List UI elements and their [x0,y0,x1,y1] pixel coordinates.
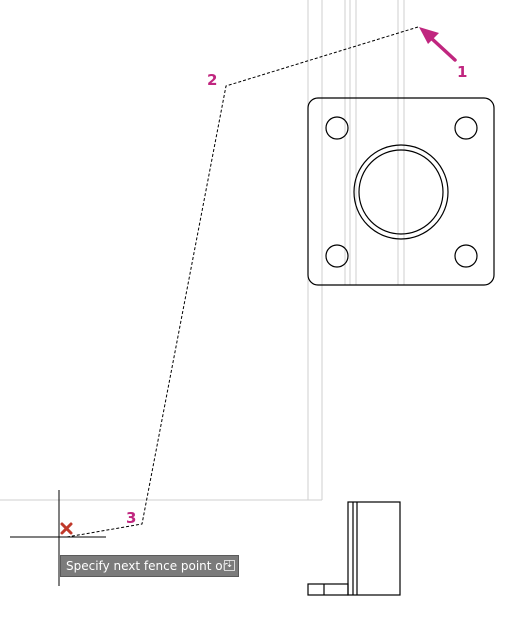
bracket-front-view[interactable] [307,501,401,596]
point-label-2: 2 [207,71,217,89]
flange-top-view[interactable] [307,97,495,286]
construction-lines [0,0,405,501]
down-arrow-icon[interactable]: ⇣ [224,560,235,571]
close-marker-icon [60,522,73,535]
point-label-1: 1 [457,63,467,81]
command-prompt-tooltip[interactable]: Specify next fence point or ⇣ [60,555,239,577]
crosshair-cursor [10,490,106,586]
fence-line [66,26,419,538]
point-label-3: 3 [126,509,136,527]
tooltip-text: Specify next fence point or [66,559,228,573]
arrow-icon [419,27,457,62]
